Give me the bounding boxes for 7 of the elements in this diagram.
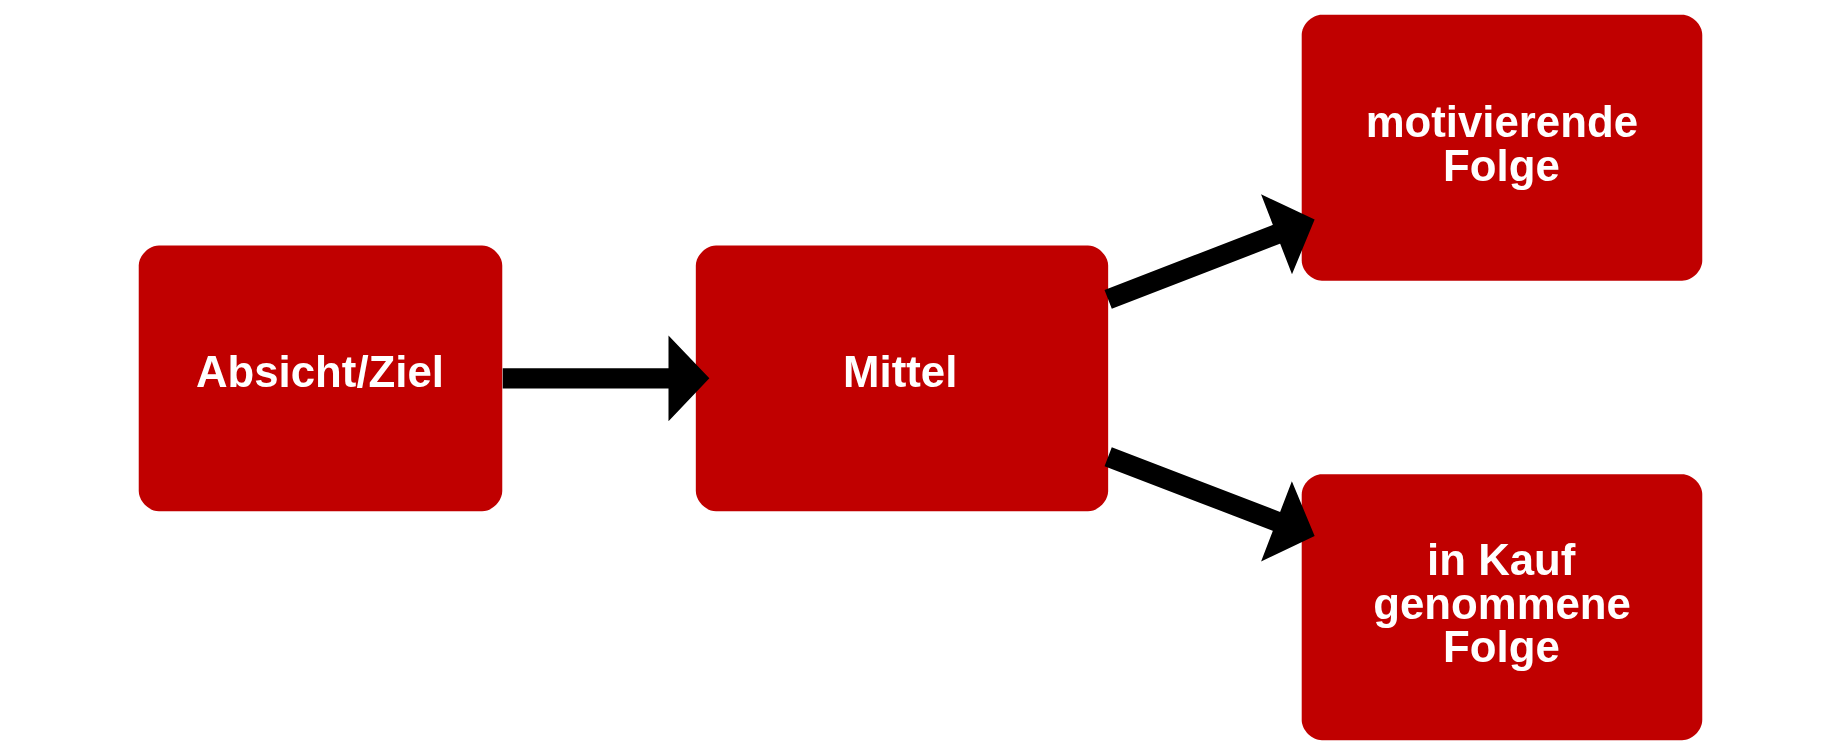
node-box: Mittel bbox=[695, 245, 1109, 512]
arrow bbox=[1104, 447, 1315, 562]
node-box: motivierende Folge bbox=[1301, 14, 1703, 281]
node-box: Absicht/Ziel bbox=[138, 245, 503, 512]
arrow bbox=[502, 335, 710, 422]
arrow bbox=[1104, 194, 1315, 309]
node-box: in Kauf genommene Folge bbox=[1301, 474, 1703, 741]
